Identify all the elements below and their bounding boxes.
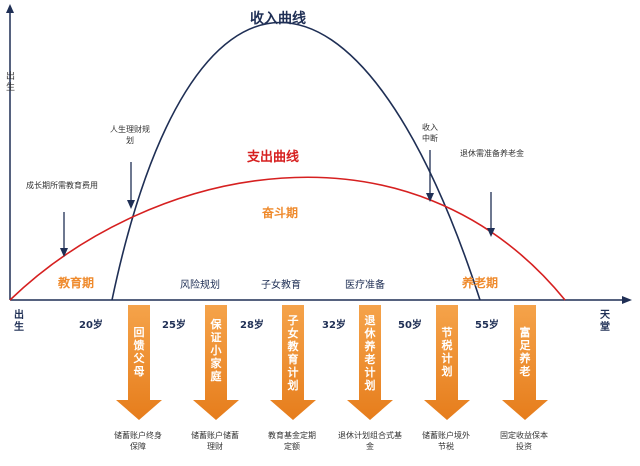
phase-retirement: 养老期: [462, 276, 499, 290]
plan-arrow-3: [270, 305, 316, 420]
plan-arrow-1: [116, 305, 162, 420]
x-axis-arrowhead: [622, 296, 632, 304]
plan-arrow-2-label: 保证小家庭: [210, 318, 222, 383]
plan-arrow-2: [193, 305, 239, 420]
plan-arrow-4-label: 退休养老计划: [364, 314, 376, 392]
expense-curve-title: 支出曲线: [247, 150, 300, 165]
age-25: 25岁: [162, 320, 186, 331]
note-life-plan: 人生理财规划: [110, 125, 150, 145]
plan-arrow-3-label: 子女教育计划: [287, 314, 299, 392]
note-growth-education: 成长期所需教育费用: [26, 181, 98, 190]
mid-label-medical: 医疗准备: [345, 280, 385, 291]
note-income-stop: 收入中断: [422, 123, 438, 143]
phase-education: 教育期: [58, 276, 95, 290]
plan-arrow-5-bottom: 储蓄账户境外节税: [422, 431, 470, 451]
mid-label-children: 子女教育: [261, 280, 301, 291]
birth-label: 出生: [14, 310, 24, 333]
mid-label-risk: 风险规划: [180, 280, 220, 291]
plan-arrow-6-bottom: 固定收益保本投资: [500, 431, 548, 451]
plan-arrow-3-bottom: 教育基金定期定额: [268, 431, 316, 451]
age-55: 55岁: [475, 320, 499, 331]
y-axis-arrowhead: [6, 4, 14, 13]
y-axis-label: 出生: [6, 72, 16, 93]
x-axis-end-label: 天堂: [600, 310, 610, 333]
note-retire-prep: 退休需准备养老金: [460, 149, 524, 158]
phase-struggle: 奋斗期: [262, 206, 299, 220]
expense-curve: [9, 176, 566, 301]
plan-arrow-6-label: 富足养老: [519, 326, 531, 378]
plan-arrows: [116, 305, 548, 420]
income-curve-title: 收入曲线: [250, 11, 306, 27]
plan-arrow-1-bottom: 储蓄账户终身保障: [114, 431, 162, 451]
plan-arrow-4: [347, 305, 393, 420]
plan-arrow-2-bottom: 储蓄账户储蓄理财: [191, 431, 239, 451]
income-curve: [111, 21, 481, 301]
plan-arrow-1-label: 回馈父母: [133, 326, 145, 378]
age-50: 50岁: [398, 320, 422, 331]
plan-arrow-6: [502, 305, 548, 420]
plan-arrow-5-label: 节税计划: [441, 326, 453, 378]
plan-arrow-5: [424, 305, 470, 420]
age-20: 20岁: [79, 320, 103, 331]
annotation-arrows: [60, 150, 495, 257]
plan-arrow-4-bottom: 退休计划组合式基金: [338, 431, 402, 451]
age-32: 32岁: [322, 320, 346, 331]
age-28: 28岁: [240, 320, 264, 331]
